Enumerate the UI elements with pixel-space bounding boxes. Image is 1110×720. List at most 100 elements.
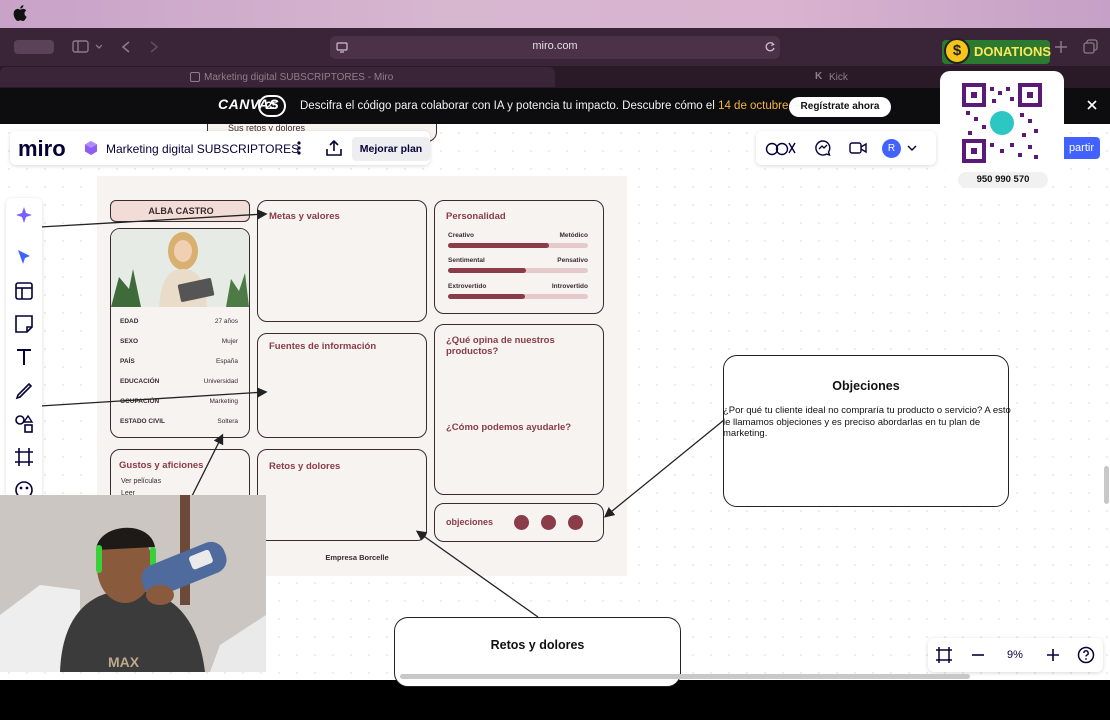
field-value: Universidad — [203, 378, 238, 385]
video-call-icon[interactable] — [849, 141, 867, 155]
sticky-note-icon[interactable] — [13, 313, 35, 335]
miro-logo[interactable]: miro — [18, 136, 66, 161]
webcam-overlay: MAX — [0, 495, 266, 672]
export-icon[interactable] — [325, 139, 343, 157]
tab-miro[interactable]: Marketing digital SUBSCRIPTORES - Miro — [0, 67, 555, 87]
register-button[interactable]: Regístrate ahora — [789, 97, 891, 117]
tab-overview-icon[interactable] — [1083, 39, 1099, 55]
chat-icon[interactable] — [814, 139, 832, 157]
sources-title: Fuentes de información — [269, 341, 377, 352]
select-cursor-icon[interactable] — [13, 247, 35, 269]
collaboration-bar — [756, 131, 936, 165]
trait-bar — [448, 243, 588, 248]
url-bar[interactable]: miro.com — [330, 36, 780, 59]
qr-code-icon — [962, 83, 1042, 163]
tab-kick[interactable]: K Kick — [555, 67, 1110, 87]
field-row: EDAD 27 años — [120, 318, 240, 330]
company-name: Empresa Borcelle — [325, 553, 389, 562]
sources-card[interactable]: Fuentes de información — [257, 333, 427, 438]
zoom-in-icon[interactable] — [1046, 648, 1060, 662]
cut-card-text: Sus retos y dolores — [228, 123, 306, 133]
objections-label: objeciones — [446, 517, 494, 527]
templates-icon[interactable] — [13, 280, 35, 302]
zoom-level[interactable]: 9% — [1007, 649, 1023, 661]
field-value: 27 años — [214, 318, 238, 325]
field-label: SEXO — [120, 338, 139, 345]
avatar[interactable]: R — [882, 139, 901, 158]
board-cube-icon — [85, 141, 97, 155]
banner-message: Descifra el código para colaborar con IA… — [300, 100, 719, 112]
upgrade-plan-button[interactable]: Mejorar plan — [352, 137, 430, 161]
svg-text:MAX: MAX — [108, 654, 140, 670]
connector-arrows[interactable] — [0, 124, 1110, 680]
pains-card[interactable]: Retos y dolores — [257, 449, 427, 541]
reactions-icon[interactable] — [765, 139, 799, 157]
persona-name: ALBA CASTRO — [148, 206, 214, 216]
personality-title: Personalidad — [446, 211, 506, 222]
help-icon[interactable] — [1077, 646, 1095, 664]
personality-card[interactable]: Personalidad Creativo Metódico Sentiment… — [434, 200, 604, 314]
field-label: EDAD — [120, 318, 139, 325]
window-controls[interactable] — [14, 40, 54, 54]
field-value: Mujer — [221, 338, 238, 345]
forward-icon[interactable] — [148, 40, 160, 54]
objection-dot — [568, 515, 583, 530]
objections-title: Objeciones — [832, 379, 900, 393]
new-tab-icon[interactable] — [1054, 40, 1068, 54]
board-name[interactable]: Marketing digital SUBSCRIPTORES — [106, 142, 300, 156]
objections-card[interactable] — [723, 355, 1009, 507]
phone-text: 950 990 570 — [976, 174, 1030, 185]
trait-right: Metódico — [559, 232, 588, 239]
hobby-item: Ver películas — [121, 478, 162, 485]
trait-bar — [448, 268, 588, 273]
trait-right: Introvertido — [551, 283, 588, 290]
retos-title: Retos y dolores — [490, 638, 585, 652]
site-icon — [336, 42, 348, 53]
horizontal-scrollbar[interactable] — [400, 674, 970, 679]
chevron-down-icon[interactable] — [907, 144, 917, 152]
donations-badge: $ DONATIONS — [942, 38, 1052, 64]
objections-text: ¿Por qué tu cliente ideal no compraría t… — [723, 405, 1011, 439]
donations-label: DONATIONS — [974, 44, 1052, 59]
goals-card[interactable]: Metas y valores — [257, 200, 427, 322]
canva-25-badge: 25 — [258, 95, 286, 117]
persona-photo-image — [111, 229, 249, 307]
dollar-coin-icon: $ — [944, 38, 970, 64]
vertical-scrollbar[interactable] — [1104, 466, 1109, 504]
pains-title: Retos y dolores — [269, 461, 341, 472]
trait-bar — [448, 294, 588, 299]
url-text: miro.com — [532, 40, 578, 52]
fit-screen-icon[interactable] — [935, 646, 953, 664]
objections-strip[interactable]: objeciones — [434, 503, 604, 542]
trait-left: Creativo — [448, 232, 475, 239]
frame-icon[interactable] — [13, 446, 35, 468]
opinion-card[interactable]: ¿Qué opina de nuestros productos? ¿Cómo … — [434, 324, 604, 495]
back-icon[interactable] — [120, 40, 132, 54]
reload-icon[interactable] — [764, 41, 776, 53]
field-label: PAÍS — [120, 358, 135, 365]
objection-dot — [541, 515, 556, 530]
objection-dot — [514, 515, 529, 530]
hobby-item: Leer — [121, 490, 136, 497]
trait-bar-fill — [448, 243, 549, 248]
opinion-title: ¿Qué opina de nuestros productos? — [446, 335, 555, 357]
webcam-image: MAX — [0, 495, 266, 672]
phone-number: 950 990 570 — [958, 172, 1048, 188]
more-options-icon[interactable] — [295, 140, 303, 156]
sidebar-toggle-icon[interactable] — [72, 40, 102, 54]
promo-banner — [0, 88, 1110, 124]
trait-right: Pensativo — [557, 257, 588, 264]
shapes-icon[interactable] — [13, 413, 35, 435]
close-icon[interactable] — [1086, 99, 1098, 111]
pen-icon[interactable] — [13, 380, 35, 402]
help-title: ¿Cómo podemos ayudarle? — [446, 422, 572, 433]
zoom-out-icon[interactable] — [971, 648, 985, 662]
field-value: Marketing — [209, 398, 238, 405]
ai-sparkle-icon[interactable] — [13, 204, 35, 226]
apple-icon[interactable] — [13, 5, 27, 21]
text-tool-icon[interactable] — [13, 346, 35, 368]
goals-title: Metas y valores — [269, 211, 340, 222]
